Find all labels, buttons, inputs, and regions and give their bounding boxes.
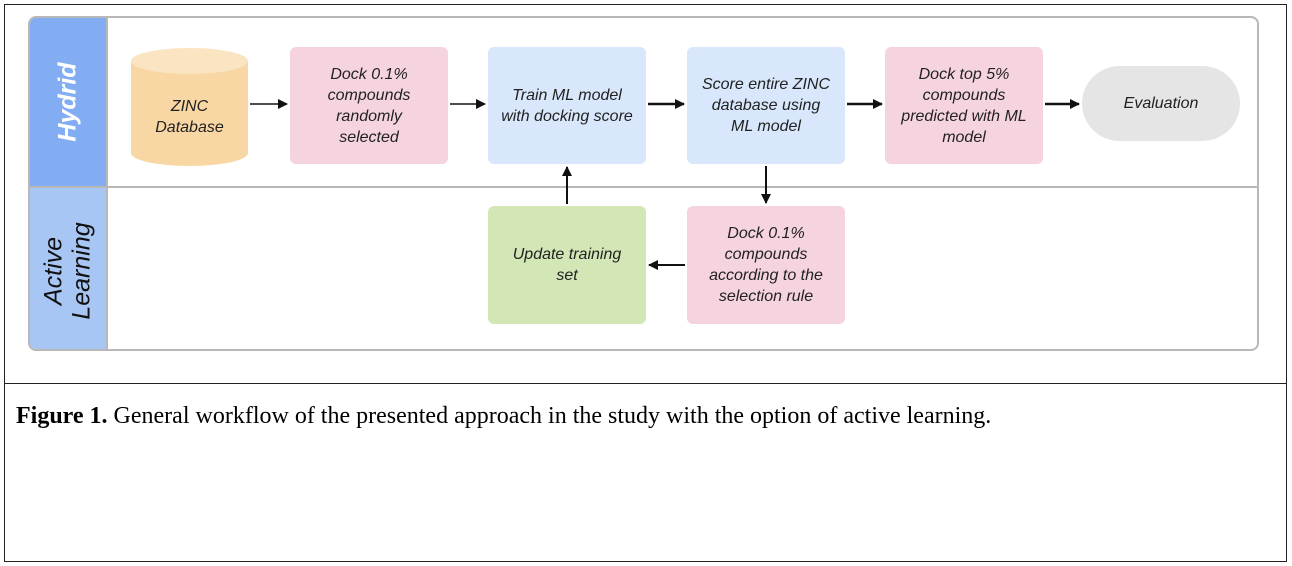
node-dock-random: Dock 0.1% compounds randomly selected [290, 47, 448, 164]
node-update-training-set: Update training set [488, 206, 646, 324]
lane-hydrid: Hydrid [30, 18, 108, 186]
node-dock-top: Dock top 5% compounds predicted with ML … [885, 47, 1043, 164]
lane-separator [30, 186, 1257, 188]
node-zinc-label: ZINC Database [155, 98, 224, 136]
node-evaluation: Evaluation [1082, 66, 1240, 141]
figure-frame [4, 4, 1287, 562]
figure-caption: Figure 1. General workflow of the presen… [16, 394, 1278, 439]
caption-divider [4, 383, 1287, 384]
figure-label: Figure 1. [16, 403, 108, 429]
node-dock-selection-rule: Dock 0.1% compounds according to the sel… [687, 206, 845, 324]
lane-active-learning: Active Learning [30, 188, 108, 349]
node-score-database: Score entire ZINC database using ML mode… [687, 47, 845, 164]
figure-caption-text: General workflow of the presented approa… [107, 403, 992, 429]
node-train-model: Train ML model with docking score [488, 47, 646, 164]
